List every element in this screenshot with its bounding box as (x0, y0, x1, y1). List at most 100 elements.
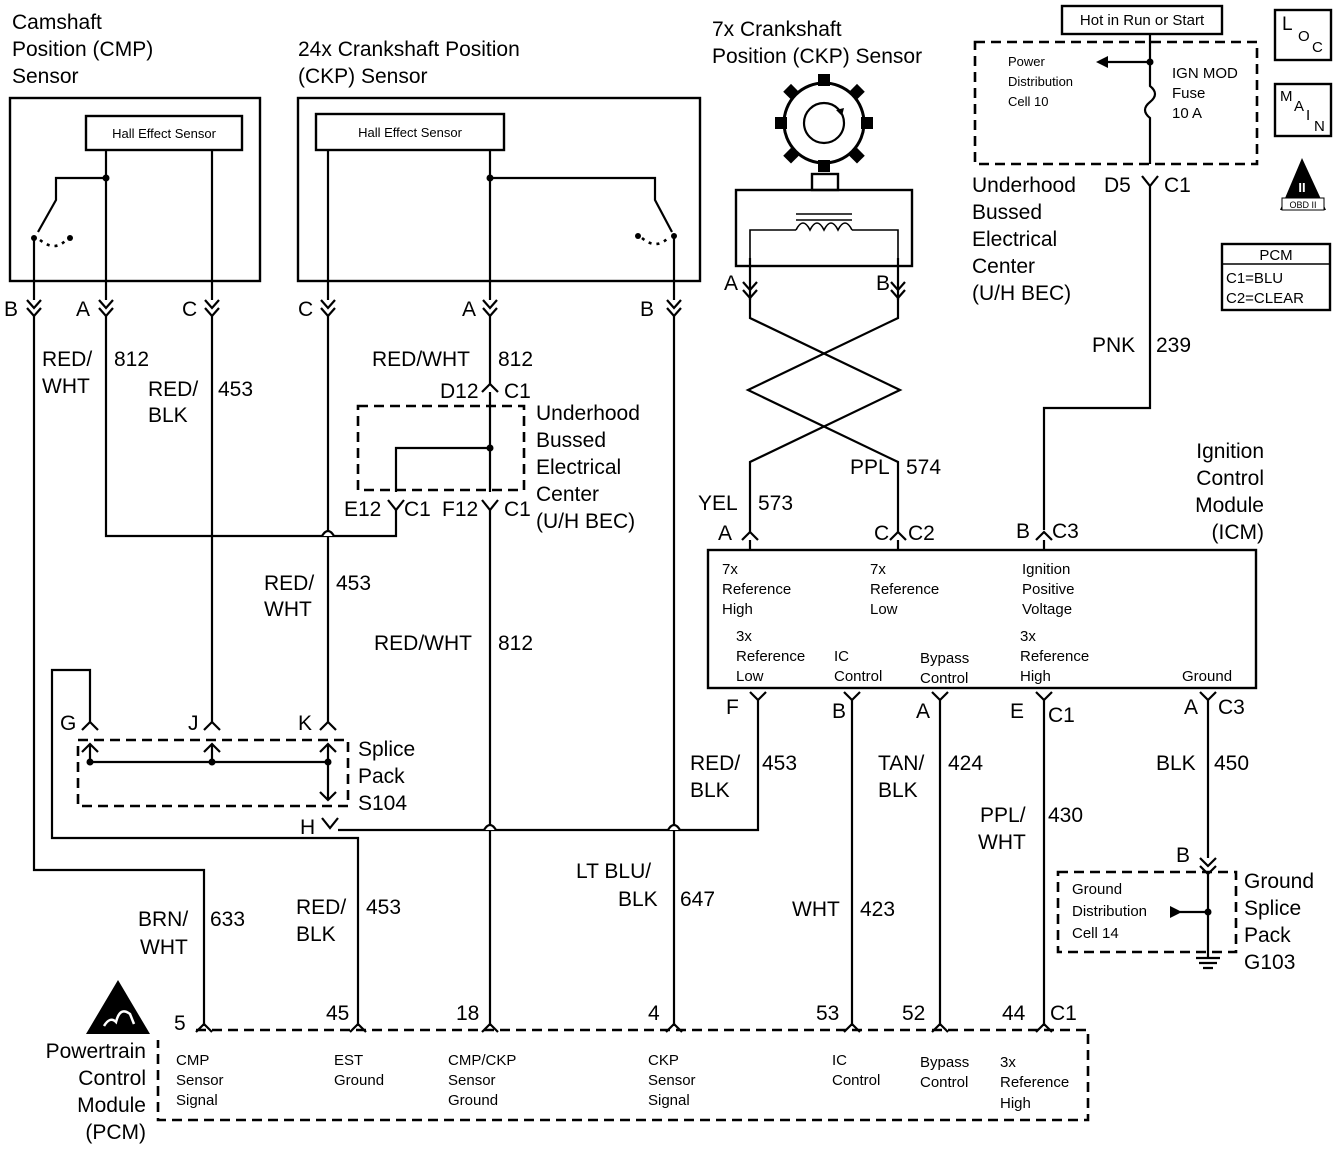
pcm-legend-c2: C2=CLEAR (1226, 290, 1304, 307)
bec-top-node (1146, 58, 1154, 66)
cmp-switch-arm (37, 150, 108, 233)
ckp24-conn-a: A (462, 298, 476, 321)
lbl-ckp24-c-1: RED/ (264, 572, 314, 595)
wire-yel-573 (748, 298, 903, 532)
lbl-icm-a-2: 573 (758, 492, 793, 515)
ignition-control-module: Ignition Control Module (ICM) A C C2 B C… (706, 440, 1264, 727)
icm-pin-ipv-2: Positive (1022, 581, 1075, 598)
lbl-pcm4-3: 647 (680, 888, 715, 911)
lbl-cmp-a-1: RED/ (42, 348, 92, 371)
hot-run-label: Hot in Run or Start (1080, 12, 1205, 29)
ckp24-sensor-box (296, 96, 702, 283)
icm-conn-bb: B (832, 700, 846, 723)
icm-title-1: Ignition (1196, 440, 1264, 463)
bec-mid-title-1: Underhood (536, 402, 640, 425)
splice-conn-h: H (300, 816, 315, 839)
cmp-switch-contact-2 (67, 235, 73, 241)
fuse-label-1: IGN MOD (1172, 65, 1238, 82)
conn-d5-c1: C1 (1164, 174, 1191, 197)
pcm-pin-18: 18 (456, 1002, 479, 1025)
splice-title-2: Pack (358, 765, 405, 788)
icm-pin-3xhigh-1: 3x (1020, 628, 1036, 645)
pcm-title-4: (PCM) (85, 1121, 146, 1144)
ckp7-sensor: 7x Crankshaft Position (CKP) Sensor (712, 18, 922, 300)
ground-title-4: G103 (1244, 951, 1295, 974)
splice-top-connector-icons (81, 720, 337, 731)
lbl-cmp-a-2: WHT (42, 375, 90, 398)
pcm-title-3: Module (77, 1094, 146, 1117)
ckp24-hall-label: Hall Effect Sensor (358, 125, 462, 140)
sensor-connectors: B A C C A B A B (4, 272, 906, 321)
pcm-int-3x-3: High (1000, 1095, 1031, 1112)
ground-title-2: Splice (1244, 897, 1301, 920)
cmp-hall-box (84, 114, 244, 152)
ground-conn-b: B (1176, 844, 1190, 867)
pcm-int-cmpckp-1: CMP/CKP (448, 1052, 516, 1069)
pcm-int-ckp-2: Sensor (648, 1072, 696, 1089)
lbl-icm-e-1: PPL/ (980, 804, 1026, 827)
lbl-pcm4-2: BLK (618, 888, 658, 911)
wire-red-blk-453-h (338, 700, 760, 832)
icm-conn-c1: C1 (1048, 704, 1075, 727)
lbl-icm-b-1: TAN/ (878, 752, 924, 775)
lbl-pcm4-1: LT BLU/ (576, 860, 651, 883)
ckp24-conn-b: B (640, 298, 654, 321)
loc-box (1273, 8, 1333, 62)
lbl-f12-1: RED/WHT (374, 632, 472, 655)
bec-mid-dashed-box (356, 404, 526, 492)
pcm-int-ic-1: IC (832, 1052, 847, 1069)
cmp-hall-label: Hall Effect Sensor (112, 126, 216, 141)
e12-f12-connector-icon (387, 499, 499, 512)
ground-arrow-icon (1170, 906, 1182, 918)
ckp7-conn-b: B (876, 272, 890, 295)
ground-title-3: Pack (1244, 924, 1291, 947)
pcm-int-3x-1: 3x (1000, 1054, 1016, 1071)
pcm-pin-53: 53 (816, 1002, 839, 1025)
loc-l: L (1282, 14, 1293, 35)
icm-conn-e: E (1010, 700, 1024, 723)
icm-pin-bypass-2: Control (920, 670, 968, 687)
power-dist-arrow-icon (1096, 56, 1108, 68)
ground-dist-3: Cell 14 (1072, 925, 1119, 942)
icm-pin-3xlow-2: Reference (736, 648, 805, 665)
reluctor-wheel-icon (775, 74, 873, 172)
loc-c: C (1312, 39, 1323, 56)
icm-box (706, 548, 1258, 690)
lbl-icm-e-3: 430 (1048, 804, 1083, 827)
conn-f12-c1: C1 (504, 498, 531, 521)
ground-dist-2: Distribution (1072, 903, 1147, 920)
pcm-int-ckp-1: CKP (648, 1052, 679, 1069)
ckp7-title-2: Position (CKP) Sensor (712, 45, 922, 68)
icm-conn-f: F (726, 696, 739, 719)
pcm-title-1: Powertrain (46, 1040, 146, 1063)
pcm-legend-title: PCM (1259, 247, 1292, 264)
splice-title-1: Splice (358, 738, 415, 761)
coil-icon (795, 222, 853, 232)
conn-d12: D12 (440, 380, 479, 403)
conn-e12: E12 (344, 498, 381, 521)
pcm-pin-5: 5 (174, 1012, 186, 1035)
icm-top-stubs (748, 540, 1046, 550)
ground-dashed-box (1056, 870, 1238, 954)
bec-top: Hot in Run or Start Power Distribution C… (972, 4, 1333, 530)
icm-conn-ab: A (916, 700, 930, 723)
pnk-circuit: 239 (1156, 334, 1191, 357)
icm-pin-ipv-1: Ignition (1022, 561, 1070, 578)
pcm-legend-box (1220, 242, 1332, 312)
bec-mid: D12 C1 E12 C1 F12 C1 Underhood Bussed El… (344, 380, 640, 533)
icm-bottom-connector-icons (749, 691, 1217, 702)
ground-symbol-icon (1196, 956, 1220, 970)
icm-pin-ipv-3: Voltage (1022, 601, 1072, 618)
bec-top-title-2: Bussed (972, 201, 1042, 224)
pcm-int-ic-2: Control (832, 1072, 880, 1089)
lbl-pcm45-1: RED/ (296, 896, 346, 919)
icm-pin-7xlow-1: 7x (870, 561, 886, 578)
lbl-ckp24-c-3: 453 (336, 572, 371, 595)
bec-top-title-1: Underhood (972, 174, 1076, 197)
lbl-ckp24-a-1: RED/WHT (372, 348, 470, 371)
lbl-pcm45-3: 453 (366, 896, 401, 919)
lbl-icm-b-3: 424 (948, 752, 983, 775)
cmp-switch-dotted (39, 238, 67, 248)
lbl-icm-e-2: WHT (978, 831, 1026, 854)
